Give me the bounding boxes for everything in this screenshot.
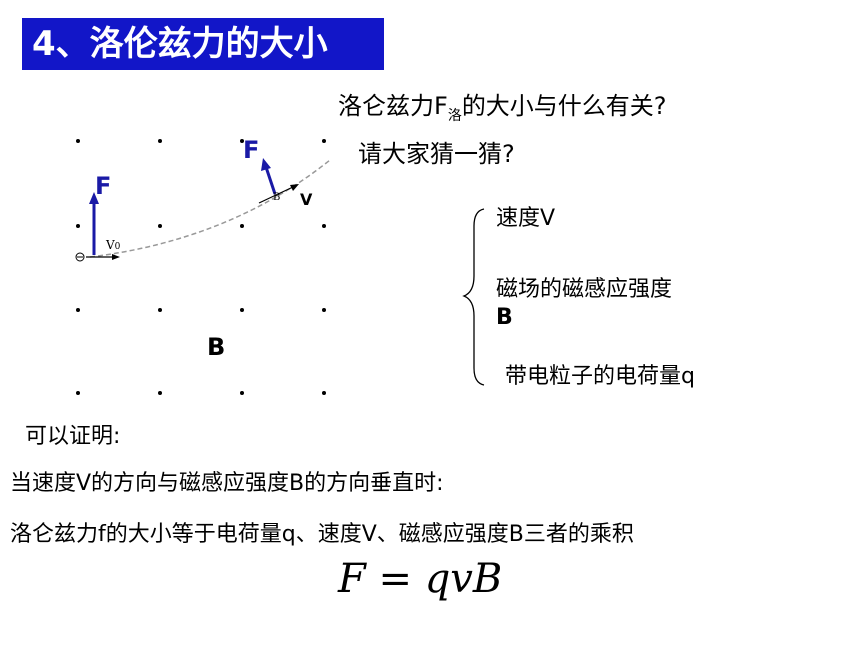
brace-icon — [462, 208, 485, 386]
factor-charge: 带电粒子的电荷量q — [505, 364, 695, 389]
force-label-right: F — [243, 136, 260, 164]
question-suffix: 的大小与什么有关? — [461, 92, 667, 120]
point-label: B — [273, 192, 281, 203]
velocity-arrowhead — [290, 184, 299, 191]
field-label: B — [207, 333, 226, 361]
field-dot — [240, 308, 244, 312]
field-dot — [322, 139, 326, 143]
particle-path — [89, 159, 331, 258]
factor-field-line-1: 磁场的磁感应强度 — [496, 277, 673, 302]
force-label-left: F — [95, 172, 112, 200]
field-dots — [76, 139, 326, 395]
question-subscript: 洛 — [447, 108, 462, 124]
field-dot — [76, 139, 80, 143]
force-arrow-right — [264, 166, 277, 195]
slide-title: 4、洛伦兹力的大小 — [22, 18, 384, 70]
velocity-label: V — [300, 190, 313, 209]
initial-velocity-arrowhead — [112, 254, 120, 260]
field-dot — [240, 224, 244, 228]
question-line-2: 请大家猜一猜? — [358, 140, 515, 168]
formula: F = qvB — [338, 556, 503, 602]
question-line-1: 洛仑兹力F洛的大小与什么有关? — [338, 86, 667, 124]
v0-label: V0 — [106, 238, 120, 252]
field-dot — [240, 391, 244, 395]
force-arrowhead-right — [261, 158, 271, 171]
field-dot — [240, 139, 244, 143]
condition-text: 当速度V的方向与磁感应强度B的方向垂直时: — [10, 471, 444, 496]
field-dot — [322, 391, 326, 395]
field-dot — [322, 224, 326, 228]
force-arrowhead-left — [89, 192, 99, 204]
question-prefix: 洛仑兹力F — [338, 92, 448, 120]
factor-velocity: 速度V — [496, 206, 556, 231]
conclusion-text: 洛仑兹力f的大小等于电荷量q、速度V、磁感应强度B三者的乘积 — [10, 522, 634, 547]
field-dot — [158, 139, 162, 143]
field-dot — [158, 224, 162, 228]
field-dot — [76, 308, 80, 312]
field-dot — [322, 308, 326, 312]
field-dot — [76, 224, 80, 228]
v0-letter: V — [106, 238, 115, 252]
field-dot — [158, 308, 162, 312]
velocity-arrow — [258, 186, 294, 204]
factor-field-line-2: B — [496, 305, 513, 330]
v0-subscript: 0 — [114, 242, 121, 252]
field-dot — [158, 391, 162, 395]
field-dot — [76, 391, 80, 395]
proof-text: 可以证明: — [25, 424, 121, 449]
